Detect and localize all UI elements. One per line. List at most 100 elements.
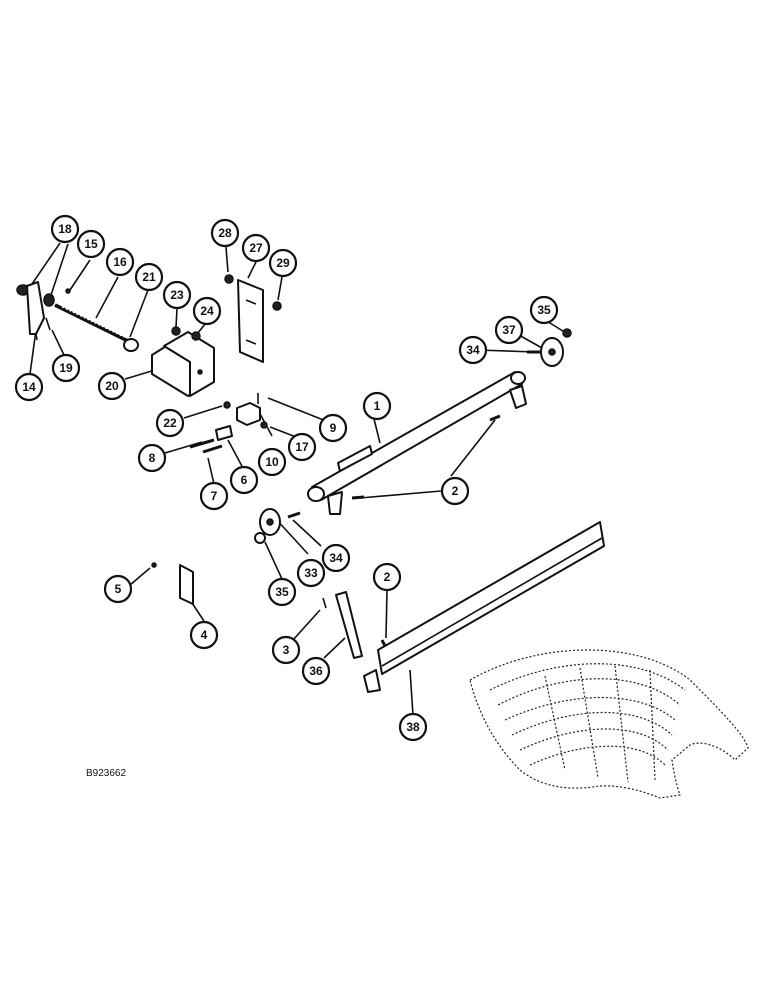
part-plate-6 <box>215 425 233 441</box>
svg-text:20: 20 <box>105 379 119 393</box>
callout-9: 9 <box>318 413 348 443</box>
part-bolt-8 <box>189 438 215 449</box>
part-washer-22 <box>223 401 231 409</box>
svg-text:2: 2 <box>384 570 391 584</box>
svg-text:15: 15 <box>84 237 98 251</box>
svg-text:17: 17 <box>295 440 309 454</box>
part-nut-29 <box>272 301 282 311</box>
callout-1: 1 <box>362 391 392 421</box>
callout-6: 6 <box>229 465 259 495</box>
callout-2b: 2 <box>372 562 402 592</box>
part-lever-14 <box>26 281 45 341</box>
svg-text:7: 7 <box>211 489 218 503</box>
callout-8: 8 <box>137 443 167 473</box>
svg-text:4: 4 <box>201 628 208 642</box>
svg-text:9: 9 <box>330 421 337 435</box>
callout-20: 20 <box>97 371 127 401</box>
part-threaded-rod-16 <box>54 303 129 343</box>
callout-29: 29 <box>268 248 298 278</box>
callout-21: 21 <box>134 262 164 292</box>
svg-text:14: 14 <box>22 380 36 394</box>
part-flange-37 <box>540 337 564 367</box>
svg-text:2: 2 <box>452 484 459 498</box>
callout-38: 38 <box>398 712 428 742</box>
callout-19: 19 <box>51 353 81 383</box>
callout-4: 4 <box>189 620 219 650</box>
part-nut-17 <box>260 421 268 429</box>
svg-text:38: 38 <box>406 720 420 734</box>
callouts: 18 15 16 21 23 24 28 27 29 14 19 20 22 8… <box>14 214 559 742</box>
callout-34b: 34 <box>321 543 351 573</box>
part-plate-27 <box>237 279 264 363</box>
callout-28: 28 <box>210 218 240 248</box>
svg-text:24: 24 <box>200 304 214 318</box>
svg-text:18: 18 <box>58 222 72 236</box>
part-nut-35b <box>254 532 266 544</box>
callout-18: 18 <box>50 214 80 244</box>
part-plate-4 <box>179 564 194 605</box>
svg-text:35: 35 <box>537 303 551 317</box>
svg-text:6: 6 <box>241 473 248 487</box>
svg-text:22: 22 <box>163 416 177 430</box>
callout-23: 23 <box>162 280 192 310</box>
callout-3: 3 <box>271 635 301 665</box>
part-bolt-34b <box>287 511 301 519</box>
svg-text:29: 29 <box>276 256 290 270</box>
callout-27: 27 <box>241 233 271 263</box>
leader-lines <box>29 242 567 716</box>
svg-text:36: 36 <box>309 664 323 678</box>
svg-text:33: 33 <box>304 566 318 580</box>
part-block-10 <box>236 402 261 426</box>
part-nut-28 <box>224 274 234 284</box>
callout-34a: 34 <box>458 335 488 365</box>
callout-22: 22 <box>155 408 185 438</box>
callout-16: 16 <box>105 247 135 277</box>
part-pin-3 <box>322 597 327 609</box>
callout-2a: 2 <box>440 476 470 506</box>
part-pin-19 <box>45 317 51 331</box>
callout-33: 33 <box>296 558 326 588</box>
part-bolt-7 <box>202 444 223 454</box>
callout-24: 24 <box>192 296 222 326</box>
part-pin-5 <box>151 562 157 568</box>
part-bolt-2a <box>351 495 365 500</box>
callout-17: 17 <box>287 432 317 462</box>
part-bolt-2b <box>489 414 501 422</box>
figure-reference-code: B923662 <box>86 768 126 779</box>
callout-5: 5 <box>103 574 133 604</box>
svg-text:34: 34 <box>329 551 343 565</box>
svg-text:1: 1 <box>374 399 381 413</box>
callout-14: 14 <box>14 372 44 402</box>
callout-35a: 35 <box>529 295 559 325</box>
svg-text:37: 37 <box>502 323 516 337</box>
part-nut-21 <box>123 338 139 352</box>
part-nut-24 <box>191 331 201 341</box>
svg-text:19: 19 <box>59 361 73 375</box>
svg-text:16: 16 <box>113 255 127 269</box>
part-strip-36 <box>335 591 363 659</box>
part-washer-18 <box>16 284 55 307</box>
svg-text:3: 3 <box>283 643 290 657</box>
part-nut-23 <box>171 326 181 336</box>
part-nut-35a <box>562 328 572 338</box>
svg-text:5: 5 <box>115 582 122 596</box>
part-flange-33 <box>259 508 281 536</box>
part-bracket-20 <box>151 331 215 397</box>
svg-text:35: 35 <box>275 585 289 599</box>
svg-text:21: 21 <box>142 270 156 284</box>
svg-text:34: 34 <box>466 343 480 357</box>
part-concave-grate <box>469 649 749 799</box>
part-pin-15 <box>65 288 71 294</box>
part-bar-38 <box>363 521 605 693</box>
part-tube-1 <box>307 371 527 515</box>
callout-35b: 35 <box>267 577 297 607</box>
svg-text:8: 8 <box>149 451 156 465</box>
callout-15: 15 <box>76 229 106 259</box>
callout-7: 7 <box>199 481 229 511</box>
callout-37: 37 <box>494 315 524 345</box>
svg-text:27: 27 <box>249 241 263 255</box>
svg-text:23: 23 <box>170 288 184 302</box>
callout-10: 10 <box>257 447 287 477</box>
svg-text:28: 28 <box>218 226 232 240</box>
